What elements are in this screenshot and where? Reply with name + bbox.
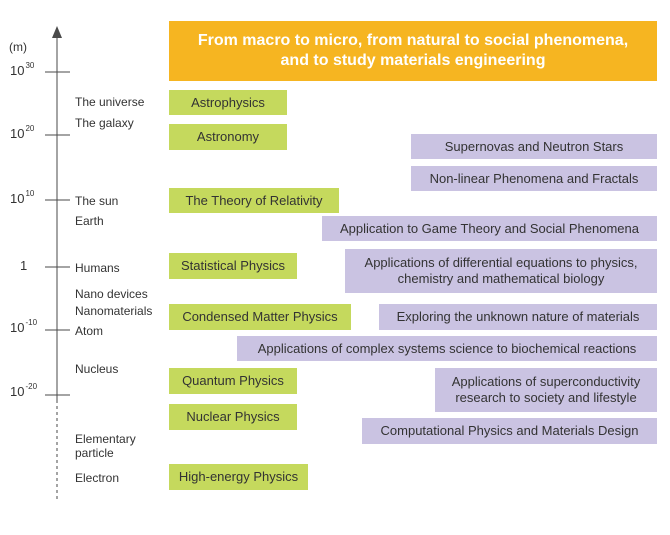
field-high-energy-physics: High-energy Physics bbox=[169, 464, 308, 490]
tick-base: 1 bbox=[20, 258, 28, 273]
object-elementary-line2: particle bbox=[75, 446, 114, 460]
object-atom: Atom bbox=[75, 324, 104, 338]
tick-label-1e-20: 10-20 bbox=[10, 382, 38, 399]
object-elementary-line1: Elementary bbox=[75, 432, 136, 446]
app-superconductivity-line2: research to society and lifestyle bbox=[455, 390, 637, 405]
tick-base: 10 bbox=[10, 126, 25, 141]
app-game-theory: Application to Game Theory and Social Ph… bbox=[322, 216, 657, 241]
object-galaxy: The galaxy bbox=[75, 116, 134, 130]
axis-arrowhead bbox=[52, 26, 62, 38]
tick-label-1e10: 1010 bbox=[10, 189, 35, 206]
object-sun: The sun bbox=[75, 194, 119, 208]
tick-exponent: 20 bbox=[25, 124, 35, 133]
app-complex-systems: Applications of complex systems science … bbox=[237, 336, 657, 361]
tick-base: 10 bbox=[10, 384, 25, 399]
app-nonlinear: Non-linear Phenomena and Fractals bbox=[411, 166, 657, 191]
title-banner: From macro to micro, from natural to soc… bbox=[169, 21, 657, 81]
object-universe: The universe bbox=[75, 95, 145, 109]
app-unknown-materials: Exploring the unknown nature of material… bbox=[379, 304, 657, 330]
app-differential-equations: Applications of differential equations t… bbox=[345, 249, 657, 293]
title-line1: From macro to micro, from natural to soc… bbox=[197, 32, 629, 49]
tick-label-1: 1 bbox=[20, 258, 27, 273]
tick-base: 10 bbox=[10, 191, 25, 206]
app-differential-equations-line2: chemistry and mathematical biology bbox=[397, 271, 605, 286]
tick-label-1e30: 1030 bbox=[10, 61, 35, 78]
object-nano-devices: Nano devices bbox=[75, 287, 148, 301]
app-superconductivity: Applications of superconductivity resear… bbox=[435, 368, 657, 412]
tick-label-1e-10: 10-10 bbox=[10, 318, 38, 335]
tick-exponent: -20 bbox=[25, 382, 38, 391]
app-computational-physics: Computational Physics and Materials Desi… bbox=[362, 418, 657, 444]
field-quantum-physics: Quantum Physics bbox=[169, 368, 297, 394]
app-supernovas: Supernovas and Neutron Stars bbox=[411, 134, 657, 159]
tick-label-1e20: 1020 bbox=[10, 124, 35, 141]
tick-base: 10 bbox=[10, 63, 25, 78]
tick-base: 10 bbox=[10, 320, 25, 335]
object-earth: Earth bbox=[75, 214, 104, 228]
field-relativity: The Theory of Relativity bbox=[169, 188, 339, 213]
app-differential-equations-line1: Applications of differential equations t… bbox=[364, 255, 638, 270]
axis-unit-label: (m) bbox=[9, 40, 27, 54]
app-superconductivity-line1: Applications of superconductivity bbox=[451, 374, 641, 389]
title-line2: and to study materials engineering bbox=[280, 52, 546, 69]
tick-exponent: 10 bbox=[25, 189, 35, 198]
object-elementary-particle: Elementary particle bbox=[75, 432, 136, 460]
field-nuclear-physics: Nuclear Physics bbox=[169, 404, 297, 430]
field-statistical-physics: Statistical Physics bbox=[169, 253, 297, 279]
object-electron: Electron bbox=[75, 471, 120, 485]
tick-exponent: -10 bbox=[25, 318, 38, 327]
field-astronomy: Astronomy bbox=[169, 124, 287, 150]
object-humans: Humans bbox=[75, 261, 120, 275]
scale-axis bbox=[45, 26, 70, 500]
tick-exponent: 30 bbox=[25, 61, 35, 70]
object-nanomaterials: Nanomaterials bbox=[75, 304, 153, 318]
object-nucleus: Nucleus bbox=[75, 362, 119, 376]
field-condensed-matter: Condensed Matter Physics bbox=[169, 304, 351, 330]
field-astrophysics: Astrophysics bbox=[169, 90, 287, 115]
